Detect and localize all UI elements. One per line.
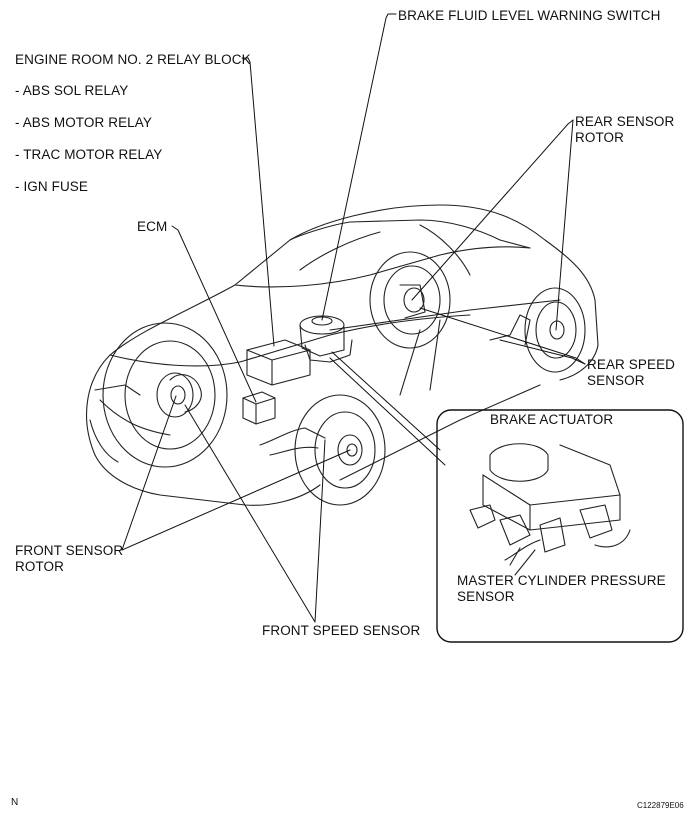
- rear-speed-sensor-label-line1: REAR SPEED: [587, 357, 676, 372]
- abs-sol-relay-label: - ABS SOL RELAY: [15, 83, 129, 98]
- trac-motor-relay-label: - TRAC MOTOR RELAY: [15, 147, 163, 162]
- front-sensor-rotor-label-line1: FRONT SENSOR: [15, 543, 124, 558]
- ecm-box: [242, 391, 276, 425]
- front-speed-sensor-label: FRONT SPEED SENSOR: [262, 623, 421, 638]
- front-left-wheel: [102, 322, 228, 468]
- front-right-wheel: [259, 394, 386, 506]
- figure-id: C122879E06: [637, 801, 684, 810]
- relay-block-box: [246, 339, 311, 386]
- ign-fuse-label: - IGN FUSE: [15, 179, 89, 194]
- brake-actuator-inset: [436, 409, 684, 643]
- ecm-label: ECM: [137, 219, 168, 234]
- car-body: [86, 204, 599, 506]
- master-cylinder-sensor-label-line1: MASTER CYLINDER PRESSURE: [457, 573, 666, 588]
- actuator-on-car: [299, 315, 353, 363]
- rear-sensor-rotor-label-line1: REAR SENSOR: [575, 114, 675, 129]
- rear-left-wheel: [369, 251, 451, 349]
- master-cylinder-sensor-label-line2: SENSOR: [457, 589, 515, 604]
- brake-fluid-switch-label: BRAKE FLUID LEVEL WARNING SWITCH: [398, 8, 661, 23]
- leader-lines: [121, 13, 586, 623]
- orientation-mark: N: [11, 797, 19, 808]
- rear-sensor-rotor-label-line2: ROTOR: [575, 130, 625, 145]
- brake-actuator-label: BRAKE ACTUATOR: [490, 412, 614, 427]
- relay-block-label: ENGINE ROOM NO. 2 RELAY BLOCK: [15, 52, 251, 67]
- rear-right-wheel: [489, 287, 586, 373]
- abs-motor-relay-label: - ABS MOTOR RELAY: [15, 115, 152, 130]
- front-sensor-rotor-label-line2: ROTOR: [15, 559, 65, 574]
- rear-speed-sensor-label-line2: SENSOR: [587, 373, 645, 388]
